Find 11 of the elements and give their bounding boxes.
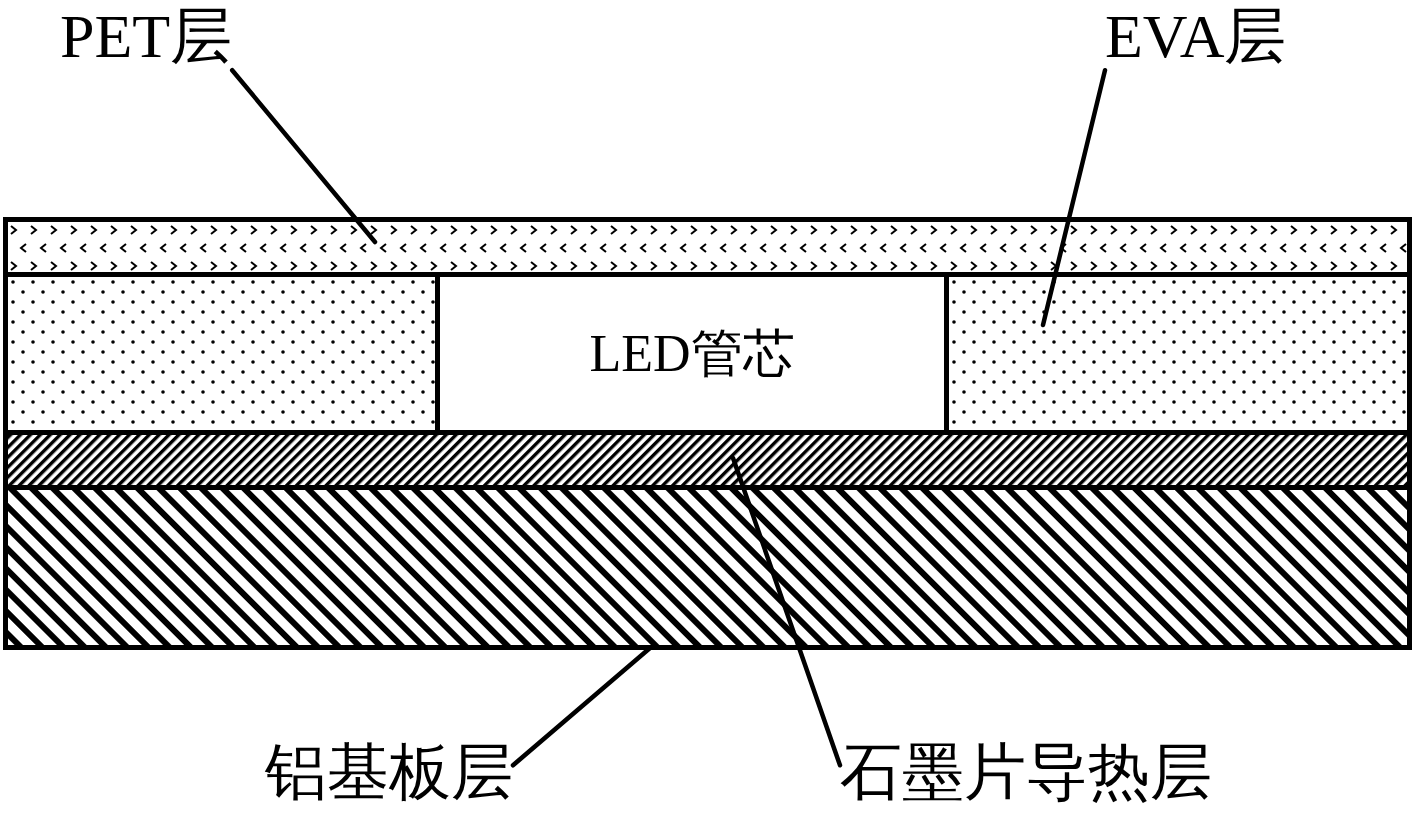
eva-layer — [949, 277, 1412, 430]
layer-label: EVA层 — [1105, 2, 1287, 71]
leader-line — [730, 455, 843, 768]
layer-label: 石墨片导热层 — [840, 738, 1212, 807]
layer-label: 铝基板层 — [265, 738, 513, 807]
pet-film-layer — [3, 217, 1412, 277]
layer-label: PET层 — [60, 2, 233, 71]
chip-label: LED管芯 — [589, 324, 795, 383]
aluminum-substrate-layer — [3, 490, 1412, 650]
eva-layer — [3, 277, 440, 430]
graphite-sheet-layer — [3, 430, 1412, 490]
